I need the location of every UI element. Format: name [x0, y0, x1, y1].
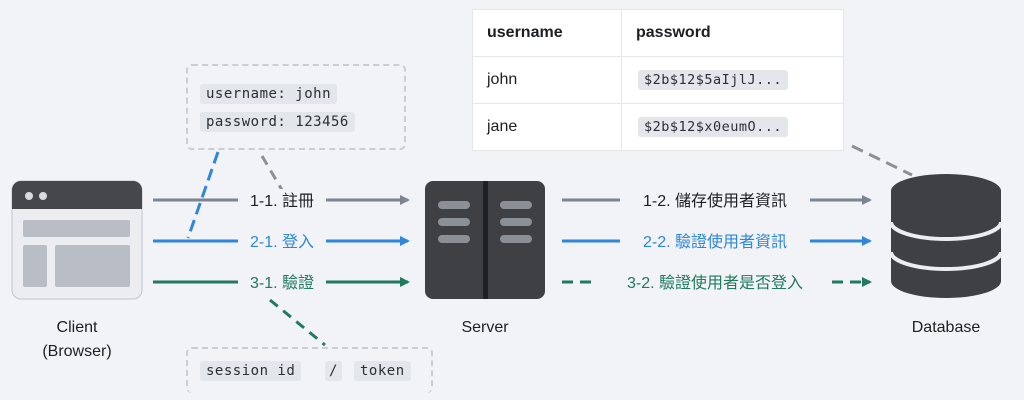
label-check: 2-2. 驗證使用者資訊: [643, 233, 787, 251]
token-chip: token: [354, 361, 411, 381]
cell-password: $2b$12$x0eumO...: [621, 103, 844, 151]
label-verify: 3-1. 驗證: [250, 274, 314, 292]
table-header-row: username password: [472, 9, 844, 57]
table-connector: [851, 144, 913, 177]
session-connector: [269, 298, 326, 347]
password-hash: $2b$12$x0eumO...: [638, 117, 789, 137]
password-hash: $2b$12$5aIjlJ...: [638, 70, 789, 90]
client-label: Client (Browser): [27, 316, 127, 364]
separator: /: [325, 361, 342, 381]
username-line: username: john: [200, 84, 338, 104]
database-label: Database: [911, 319, 981, 336]
users-table: username password john $2b$12$5aIjlJ... …: [472, 9, 844, 151]
server-icon: [425, 181, 545, 299]
client-label-line2: (Browser): [42, 343, 112, 360]
cell-username: john: [472, 56, 622, 104]
session-id-chip: session id: [200, 361, 302, 381]
cell-username: jane: [472, 103, 622, 151]
credentials-box: username: john password: 123456: [186, 64, 406, 150]
credentials-connector: [186, 151, 220, 239]
server-label: Server: [461, 319, 509, 336]
table-row: jane $2b$12$x0eumO...: [472, 103, 844, 151]
header-password: password: [621, 9, 844, 57]
client-label-line1: Client: [56, 319, 98, 336]
table-row: john $2b$12$5aIjlJ...: [472, 56, 844, 104]
database-icon: [889, 174, 1003, 298]
session-token-box: session id / token: [186, 347, 433, 393]
label-login: 2-1. 登入: [250, 233, 314, 251]
password-line: password: 123456: [200, 112, 355, 132]
label-check-login: 3-2. 驗證使用者是否登入: [627, 274, 803, 292]
credentials-dash-gray: [260, 155, 284, 191]
cell-password: $2b$12$5aIjlJ...: [621, 56, 844, 104]
label-register: 1-1. 註冊: [250, 192, 314, 210]
header-username: username: [472, 9, 622, 57]
label-store: 1-2. 儲存使用者資訊: [643, 192, 787, 210]
browser-icon: [11, 180, 143, 300]
